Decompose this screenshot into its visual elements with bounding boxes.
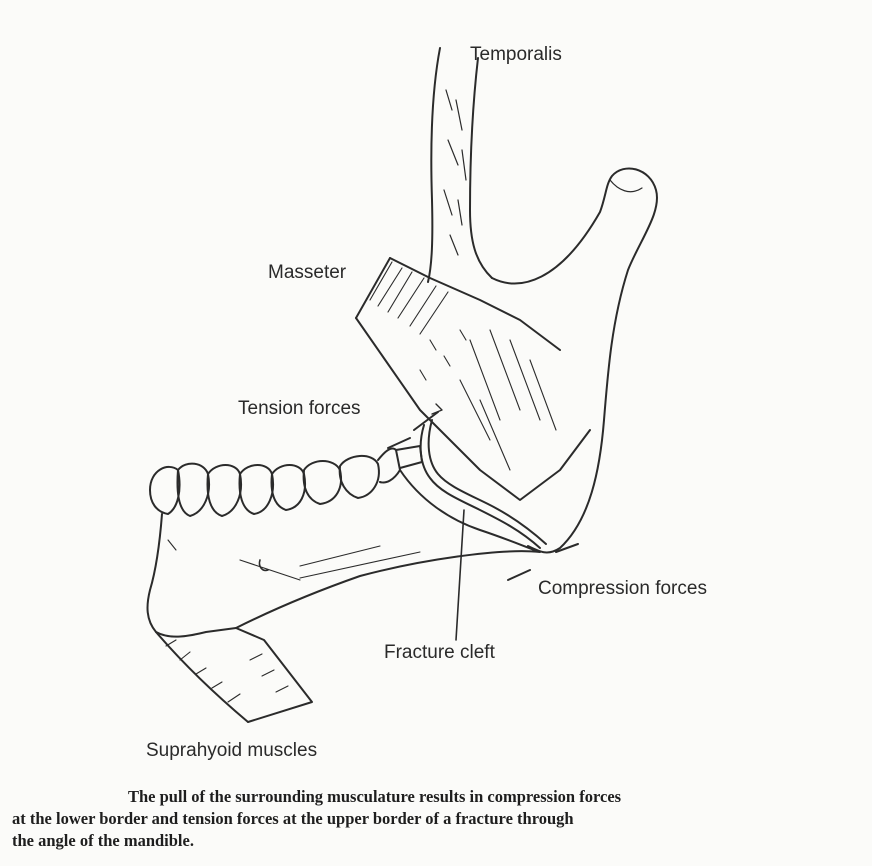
suprahyoid-muscles-label: Suprahyoid muscles (146, 740, 317, 762)
masseter-muscle (356, 258, 590, 500)
ramus-outline (492, 168, 657, 552)
suprahyoid-muscle (156, 628, 312, 722)
temporalis-label: Temporalis (470, 44, 562, 66)
temporalis-muscle (428, 48, 492, 282)
caption-line-1: The pull of the surrounding musculature … (128, 786, 858, 808)
fracture-leader-line (456, 510, 464, 640)
masseter-label: Masseter (268, 262, 346, 284)
figure-caption: The pull of the surrounding musculature … (128, 786, 858, 852)
mandible-body (148, 470, 540, 637)
teeth-row (150, 446, 422, 516)
compression-arrows (508, 544, 578, 580)
tension-forces-label: Tension forces (238, 398, 361, 420)
tension-arrow (388, 404, 442, 448)
caption-line-3: the angle of the mandible. (12, 830, 858, 852)
fracture-line (421, 420, 546, 548)
compression-forces-label: Compression forces (538, 578, 707, 600)
caption-line-2: at the lower border and tension forces a… (12, 808, 858, 830)
fracture-cleft-label: Fracture cleft (384, 642, 495, 664)
